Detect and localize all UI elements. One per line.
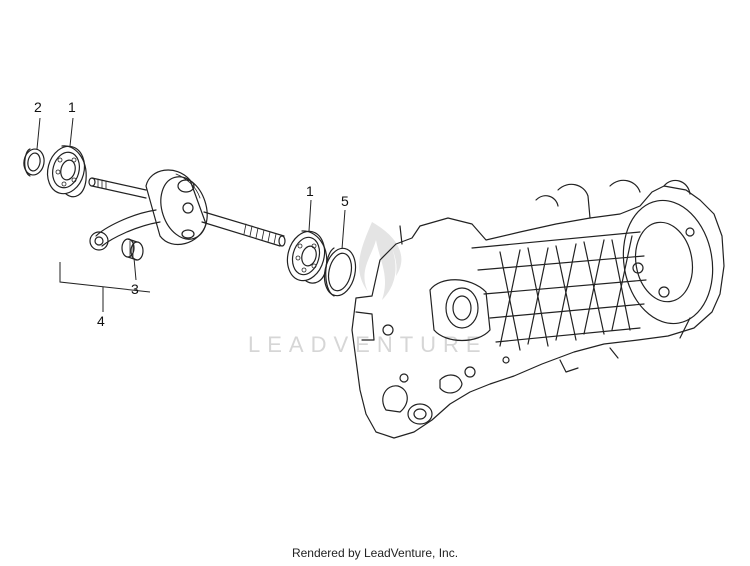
oil-seal-left: [23, 148, 45, 177]
callout-5: 5: [341, 193, 349, 209]
crankshaft-assembly: [88, 169, 286, 251]
callout-labels: 2 1 1 5 3 4: [34, 99, 349, 329]
callout-3: 3: [131, 281, 139, 297]
callout-1-left: 1: [68, 99, 76, 115]
watermark: LEADVENTURE: [248, 222, 488, 357]
leader-lines: [36, 117, 346, 312]
watermark-flame-logo: [359, 222, 402, 300]
ball-bearing-right: [286, 230, 328, 284]
callout-4: 4: [97, 313, 105, 329]
needle-bearing: [121, 238, 144, 261]
ball-bearing-left: [46, 145, 87, 198]
footer-credit: Rendered by LeadVenture, Inc.: [291, 546, 459, 560]
watermark-text: LEADVENTURE: [248, 332, 488, 357]
callout-2: 2: [34, 99, 42, 115]
oil-seal-right: [323, 247, 357, 297]
crankcase-housing: [351, 179, 725, 439]
callout-1-right: 1: [306, 183, 314, 199]
